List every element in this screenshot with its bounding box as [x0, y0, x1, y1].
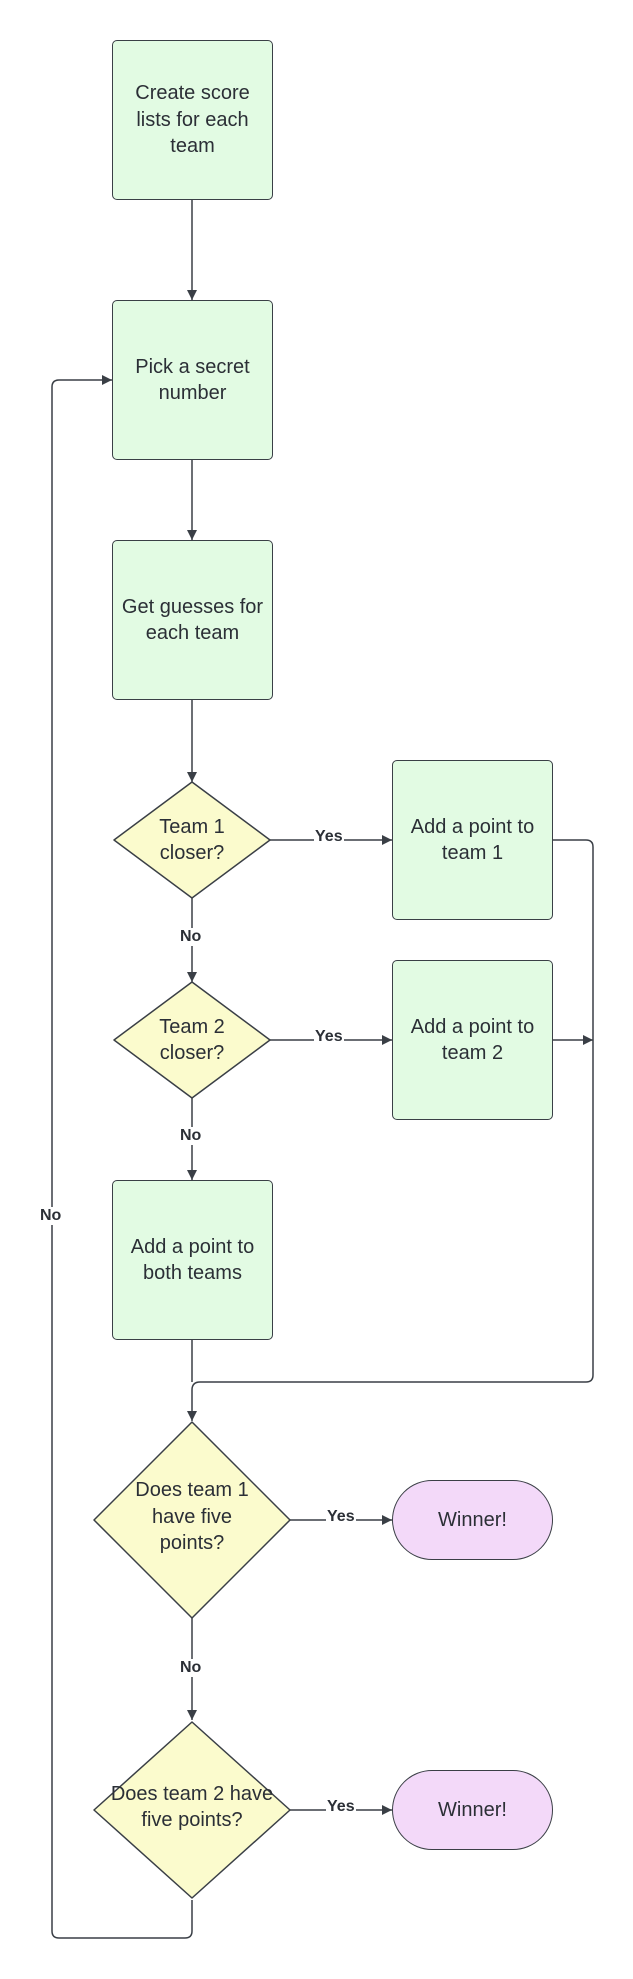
process-create-score-lists-label: Create score lists for each team [135, 82, 250, 158]
decision-team2-five [93, 1721, 291, 1899]
decision-team1-five [93, 1421, 291, 1619]
process-create-score-lists: Create score lists for each team [112, 40, 273, 200]
process-pick-secret-number: Pick a secret number [112, 300, 273, 460]
terminal-winner-2-label: Winner! [438, 1798, 507, 1821]
terminal-winner-2: Winner! [392, 1770, 553, 1850]
process-get-guesses-label: Get guesses for each team [121, 595, 264, 644]
label-team1-no: No [179, 928, 203, 946]
label-team1-yes: Yes [314, 828, 344, 846]
process-add-point-both: Add a point to both teams [112, 1180, 273, 1340]
label-team2-yes: Yes [314, 1028, 344, 1046]
terminal-winner-1: Winner! [392, 1480, 553, 1560]
terminal-winner-1-label: Winner! [438, 1508, 507, 1531]
label-team2-no: No [179, 1127, 203, 1145]
decision-team1-five-label: Does team 1 have five points? [135, 1479, 249, 1555]
decision-team2-closer [113, 981, 271, 1099]
process-add-point-team1: Add a point to team 1 [392, 760, 553, 920]
decisions [93, 781, 291, 1899]
decision-team2-five-label: Does team 2 have five points? [110, 1782, 274, 1831]
label-five1-no: No [179, 1659, 203, 1677]
decision-team1-closer [113, 781, 271, 899]
decision-team2-closer-label: Team 2 closer? [159, 1015, 225, 1064]
process-add-point-both-label: Add a point to both teams [130, 1235, 255, 1284]
process-get-guesses: Get guesses for each team [112, 540, 273, 700]
process-add-point-team2-label: Add a point to team 2 [410, 1015, 535, 1064]
label-five2-yes: Yes [326, 1798, 356, 1816]
edge-loop-no [51, 375, 193, 1939]
edge-team1-merge [187, 839, 594, 1421]
label-five1-yes: Yes [326, 1508, 356, 1526]
process-pick-secret-number-label: Pick a secret number [135, 355, 250, 404]
process-add-point-team2: Add a point to team 2 [392, 960, 553, 1120]
decision-team1-closer-label: Team 1 closer? [159, 815, 225, 864]
label-loop-no: No [39, 1207, 63, 1225]
process-add-point-team1-label: Add a point to team 1 [410, 815, 535, 864]
